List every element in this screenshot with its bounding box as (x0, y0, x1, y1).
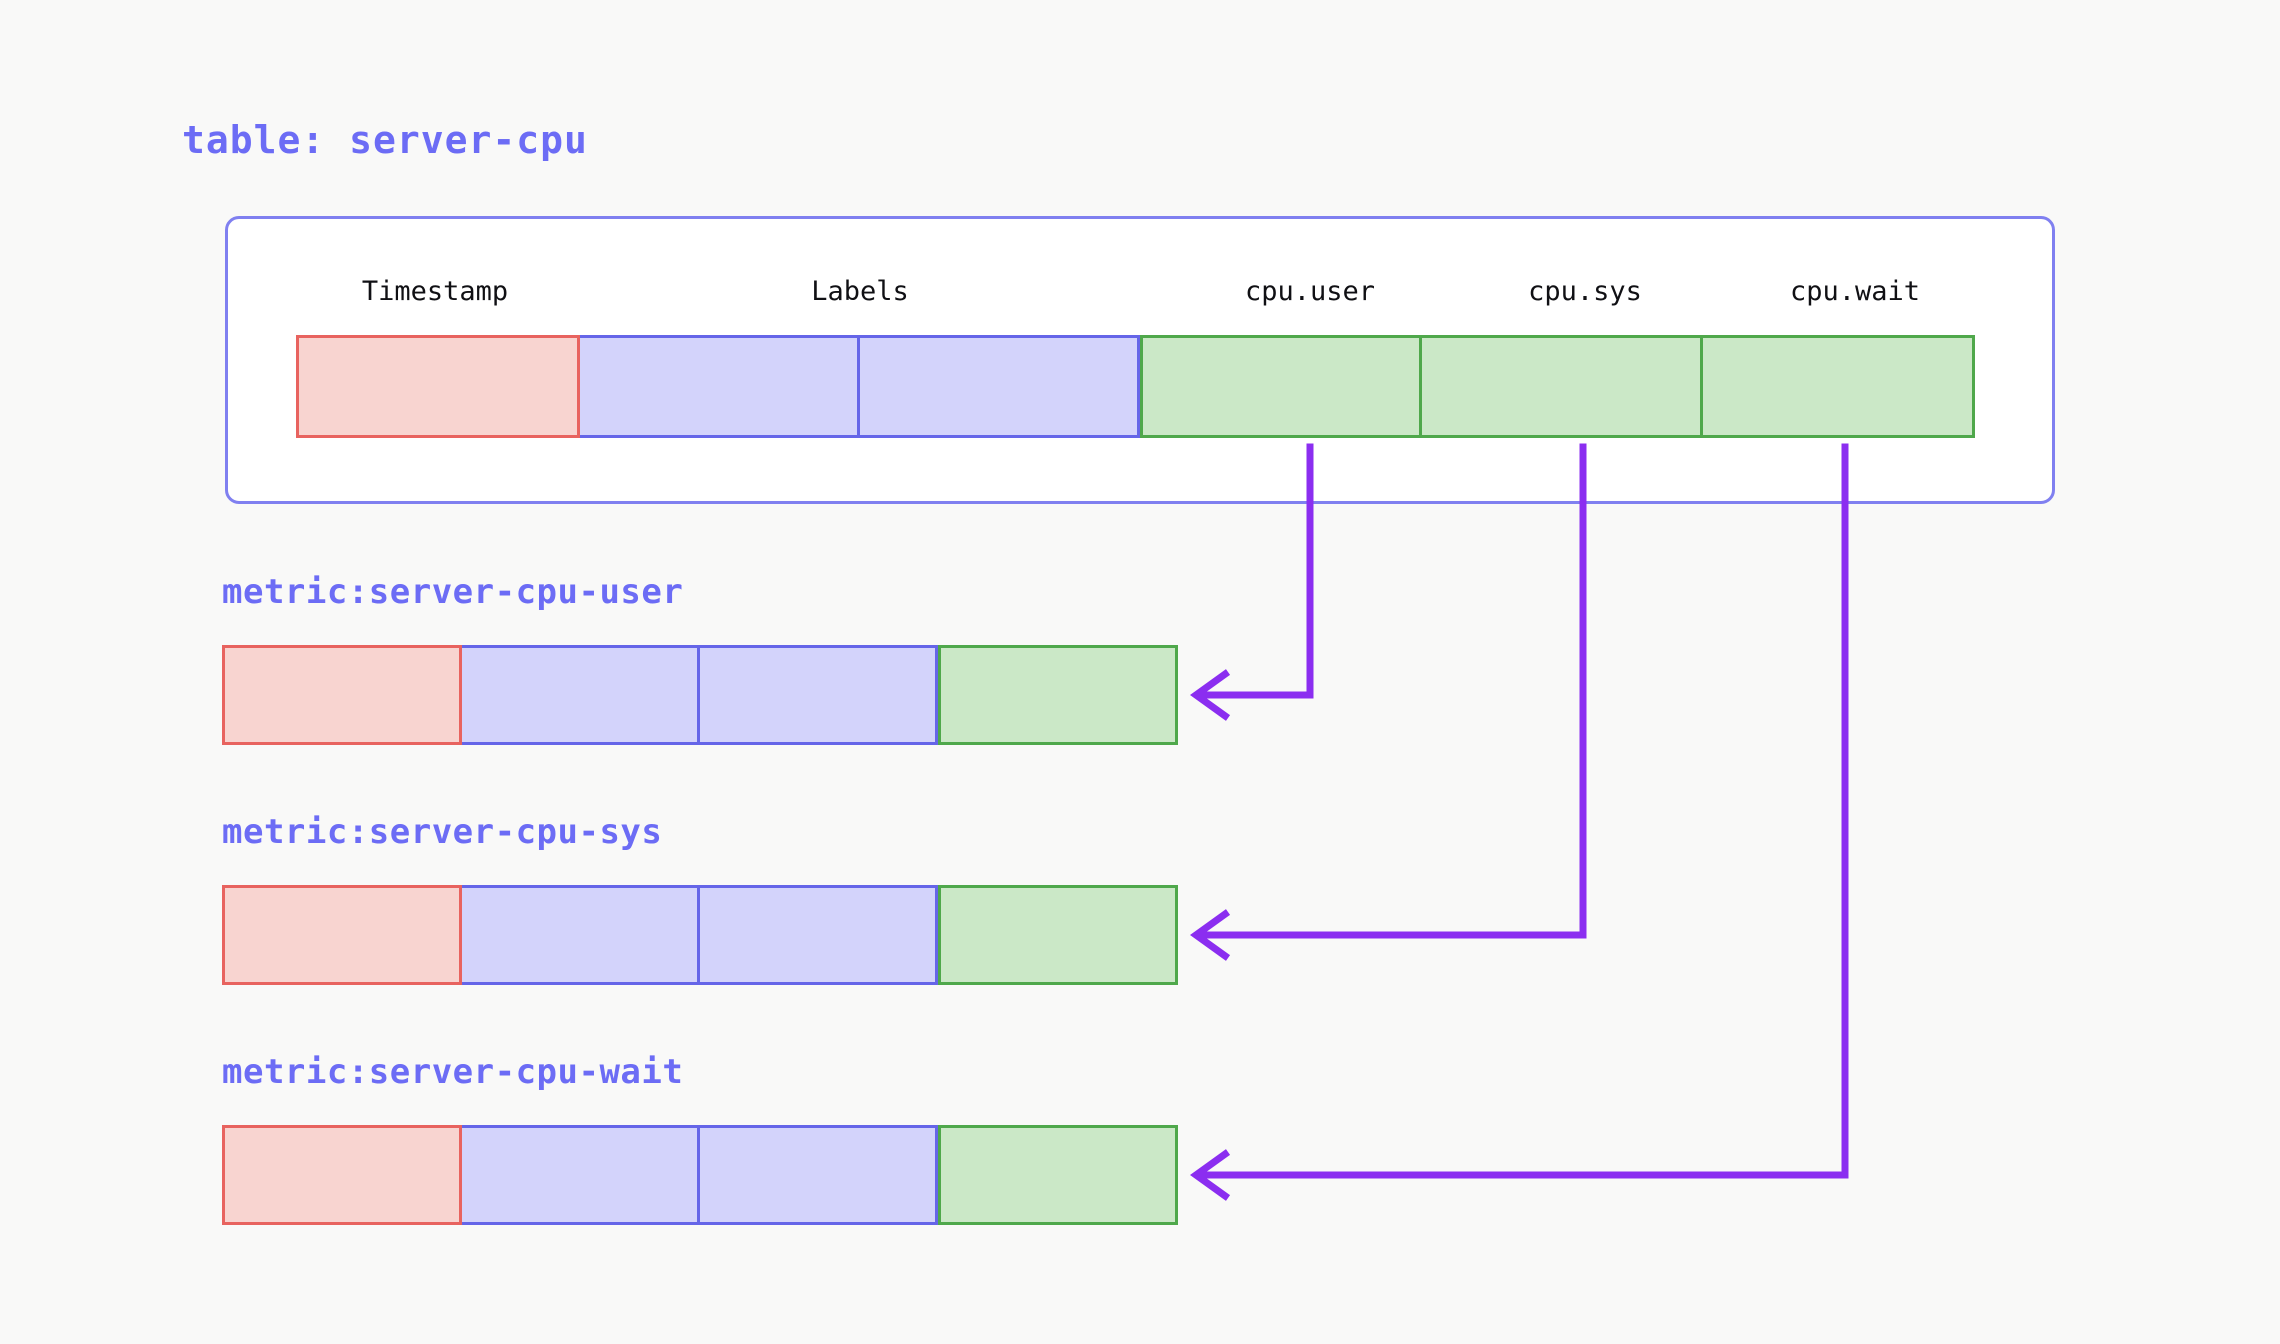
metric-cell-labels-1 (462, 645, 700, 745)
table-cell-cpu-user (1140, 335, 1422, 438)
metric-cell-labels-2 (700, 1125, 938, 1225)
connector-cpu-sys (1190, 443, 1587, 961)
column-header-labels: Labels (811, 276, 909, 307)
metric-cell-value (938, 645, 1178, 745)
table-title: table: server-cpu (182, 118, 588, 162)
metric-cell-value (938, 1125, 1178, 1225)
column-header-cpu-sys: cpu.sys (1528, 276, 1642, 307)
metric-cell-timestamp (222, 645, 462, 745)
metric-cell-timestamp (222, 885, 462, 985)
metric-cell-value (938, 885, 1178, 985)
metric-title-server-cpu-user: metric:server-cpu-user (222, 572, 684, 612)
table-cell-labels-1 (580, 335, 860, 438)
column-header-cpu-user: cpu.user (1244, 276, 1376, 307)
table-cell-cpu-wait (1703, 335, 1975, 438)
table-cell-timestamp (296, 335, 580, 438)
metric-cell-labels-2 (700, 645, 938, 745)
metric-title-server-cpu-sys: metric:server-cpu-sys (222, 812, 663, 852)
metric-cell-labels-1 (462, 885, 700, 985)
metric-cell-timestamp (222, 1125, 462, 1225)
column-header-cpu-wait: cpu.wait (1789, 276, 1921, 307)
table-cell-labels-2 (860, 335, 1140, 438)
connector-cpu-wait (1190, 443, 1849, 1201)
column-header-timestamp: Timestamp (361, 276, 509, 307)
metric-cell-labels-1 (462, 1125, 700, 1225)
metric-cell-labels-2 (700, 885, 938, 985)
table-cell-cpu-sys (1422, 335, 1703, 438)
metric-title-server-cpu-wait: metric:server-cpu-wait (222, 1052, 684, 1092)
